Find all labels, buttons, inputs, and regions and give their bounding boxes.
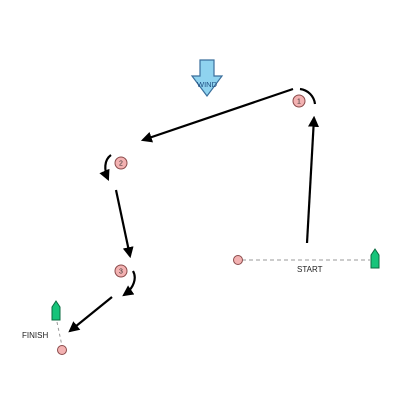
mark-3-number: 3 [119, 269, 123, 276]
mark-2: 2 [114, 156, 128, 170]
mark-2-number: 2 [119, 161, 123, 168]
finish-label: FINISH [22, 331, 48, 340]
leg-mark-2-to-mark-3-arrow [114, 189, 134, 259]
start-pin-buoy [233, 255, 243, 265]
leg-start-to-mark-1-arrow [305, 115, 319, 244]
wind-indicator: WIND [190, 59, 224, 97]
mark-1-buoy [292, 94, 306, 108]
wind-arrow-icon [190, 59, 224, 97]
mark-3-rounding-arc [122, 270, 136, 297]
mark-3: 3 [114, 264, 128, 278]
mark-2-rounding-arc [99, 154, 112, 182]
finish-boat-icon [51, 300, 61, 321]
start-committee-boat-icon [370, 248, 380, 269]
mark-3-buoy [114, 264, 128, 278]
finish-pin-buoy [57, 345, 67, 355]
finish-line: FINISH [22, 300, 67, 355]
wind-label: WIND [197, 80, 218, 89]
mark-2-buoy [114, 156, 128, 170]
mark-1-number: 1 [297, 99, 301, 106]
finish-line-dashed [56, 321, 63, 347]
start-line: START [233, 248, 380, 274]
leg-mark-3-to-finish-arrow [68, 296, 113, 333]
course-legs [68, 87, 319, 333]
mark-1-rounding-arc [299, 87, 317, 105]
leg-mark-1-to-mark-2-arrow [140, 87, 294, 143]
start-label: START [297, 265, 323, 274]
mark-1: 1 [292, 94, 306, 108]
